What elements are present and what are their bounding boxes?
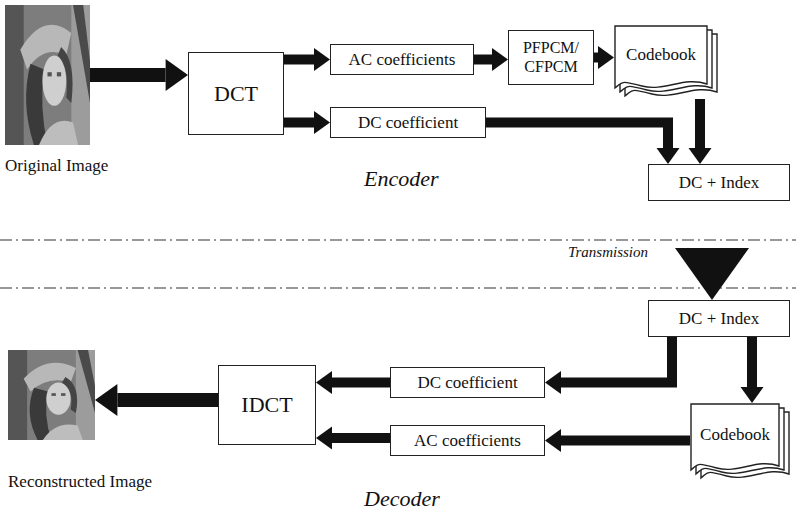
- codebook-stack: Codebook: [690, 403, 790, 481]
- arrow-head: [314, 111, 330, 134]
- flow-arrow: [594, 46, 614, 69]
- arrow-shaft: [747, 337, 757, 387]
- image-thumbnail: Original Image: [5, 5, 90, 145]
- box-label: DCT: [214, 81, 258, 106]
- section-label: Transmission: [568, 244, 648, 261]
- arrow-shaft: [474, 55, 492, 65]
- image-thumbnail: Reconstructed Image: [8, 350, 95, 440]
- arrow-shaft: [594, 53, 598, 63]
- codebook-stack: Codebook: [614, 25, 718, 99]
- codebook-page: [691, 404, 779, 470]
- box-label: PFPCM/ CFPCM: [509, 39, 593, 76]
- process-box: DC + Index: [648, 164, 790, 201]
- process-box: DC coefficient: [330, 107, 486, 138]
- arrow-head: [545, 429, 561, 452]
- box-label: DC + Index: [679, 173, 759, 193]
- flow-arrow: [316, 427, 390, 450]
- flow-arrow: [545, 429, 690, 452]
- box-label: DC coefficient: [417, 373, 517, 393]
- arrow-head: [316, 371, 332, 394]
- arrow-shaft: [332, 433, 390, 443]
- box-label: AC coefficients: [349, 50, 456, 70]
- process-box: AC coefficients: [390, 425, 545, 456]
- process-box: AC coefficients: [330, 44, 474, 75]
- arrow-shaft: [117, 393, 218, 407]
- reconstructed-image-picture: [8, 350, 95, 440]
- arrow-head: [741, 387, 764, 403]
- process-box: PFPCM/ CFPCM: [508, 30, 594, 85]
- section-label: Encoder: [364, 166, 439, 192]
- flow-arrow: [545, 337, 672, 394]
- arrow-shaft: [561, 337, 672, 383]
- arrow-head: [314, 48, 330, 71]
- flow-arrow: [741, 337, 764, 403]
- flow-arrow: [474, 48, 508, 71]
- separator-line: [0, 239, 796, 240]
- arrow-head: [166, 59, 188, 91]
- arrow-shaft: [695, 99, 705, 148]
- box-label: IDCT: [241, 392, 292, 417]
- process-box: DCT: [188, 52, 284, 135]
- flow-arrow: [689, 99, 712, 164]
- flow-arrow: [95, 384, 218, 416]
- box-label: AC coefficients: [414, 431, 521, 451]
- arrow-head: [316, 427, 332, 450]
- flow-arrow: [486, 123, 680, 165]
- process-box: DC + Index: [648, 300, 790, 337]
- image-caption: Reconstructed Image: [8, 472, 152, 492]
- section-label: Decoder: [364, 486, 440, 512]
- image-caption: Original Image: [5, 156, 108, 176]
- flow-arrow: [316, 371, 390, 394]
- arrow-head: [598, 46, 614, 69]
- box-label: DC coefficient: [358, 113, 458, 133]
- arrow-shaft: [90, 68, 166, 82]
- flow-arrow: [90, 59, 188, 91]
- process-box: IDCT: [218, 365, 316, 445]
- original-image-picture: [5, 5, 90, 145]
- transmission-triangle: [675, 248, 749, 300]
- arrow-head: [492, 48, 508, 71]
- box-label: DC + Index: [679, 309, 759, 329]
- codebook-page: [615, 26, 707, 88]
- transmission-arrow: [675, 248, 749, 300]
- arrow-shaft: [332, 378, 390, 388]
- flow-arrow: [284, 48, 330, 71]
- process-box: DC coefficient: [390, 367, 545, 398]
- arrow-head: [545, 371, 561, 394]
- separator-line: [0, 287, 796, 288]
- box-label: Codebook: [626, 45, 696, 65]
- arrow-head: [689, 148, 712, 164]
- arrow-shaft: [284, 118, 314, 128]
- arrow-shaft: [486, 123, 668, 149]
- arrow-shaft: [561, 436, 690, 446]
- arrow-head: [657, 148, 680, 164]
- flow-arrow: [284, 111, 330, 134]
- arrow-head: [95, 384, 117, 416]
- box-label: Codebook: [700, 425, 770, 445]
- arrow-shaft: [284, 55, 314, 65]
